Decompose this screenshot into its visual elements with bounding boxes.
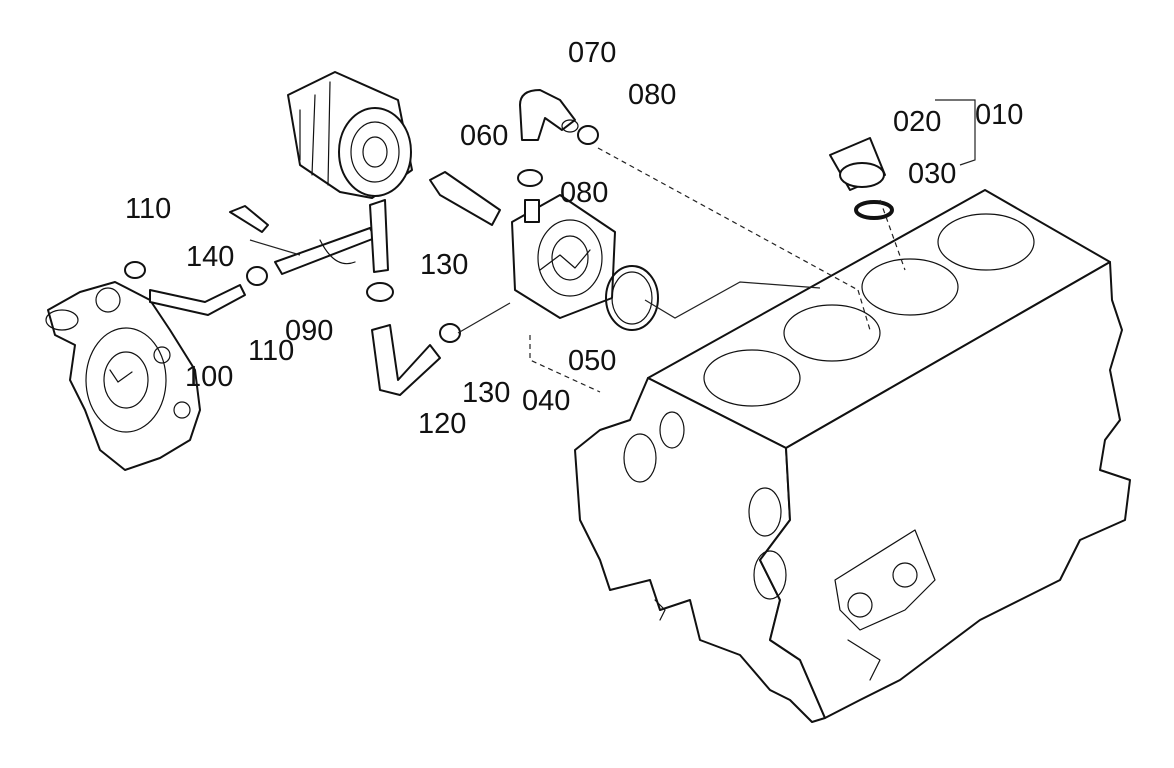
leader-lines [249, 99, 976, 393]
engine-block [574, 189, 1131, 723]
label-090: 090 [285, 315, 333, 347]
label-120: 120 [418, 408, 466, 440]
label-140: 140 [186, 241, 234, 273]
label-110-top: 110 [125, 193, 171, 225]
label-010: 010 [975, 99, 1023, 131]
oil-cooler [511, 194, 616, 319]
clamps [124, 125, 599, 343]
label-110-bottom: 110 [248, 335, 294, 367]
label-070: 070 [568, 37, 616, 69]
label-080-mid: 080 [560, 177, 608, 209]
filler-cap [829, 137, 886, 191]
label-080-top: 080 [628, 79, 676, 111]
label-030: 030 [908, 158, 956, 190]
hoses [149, 89, 579, 396]
label-060: 060 [460, 120, 508, 152]
gaskets [605, 200, 894, 331]
label-050: 050 [568, 345, 616, 377]
part-labels: 010 020 030 040 050 060 070 080 080 090 … [125, 37, 1023, 440]
label-130-bottom: 130 [462, 377, 510, 409]
pump-housing [45, 281, 201, 471]
label-040: 040 [522, 385, 570, 417]
label-130-top: 130 [420, 249, 468, 281]
oil-filter [287, 71, 413, 199]
label-020: 020 [893, 106, 941, 138]
label-100: 100 [185, 361, 233, 393]
